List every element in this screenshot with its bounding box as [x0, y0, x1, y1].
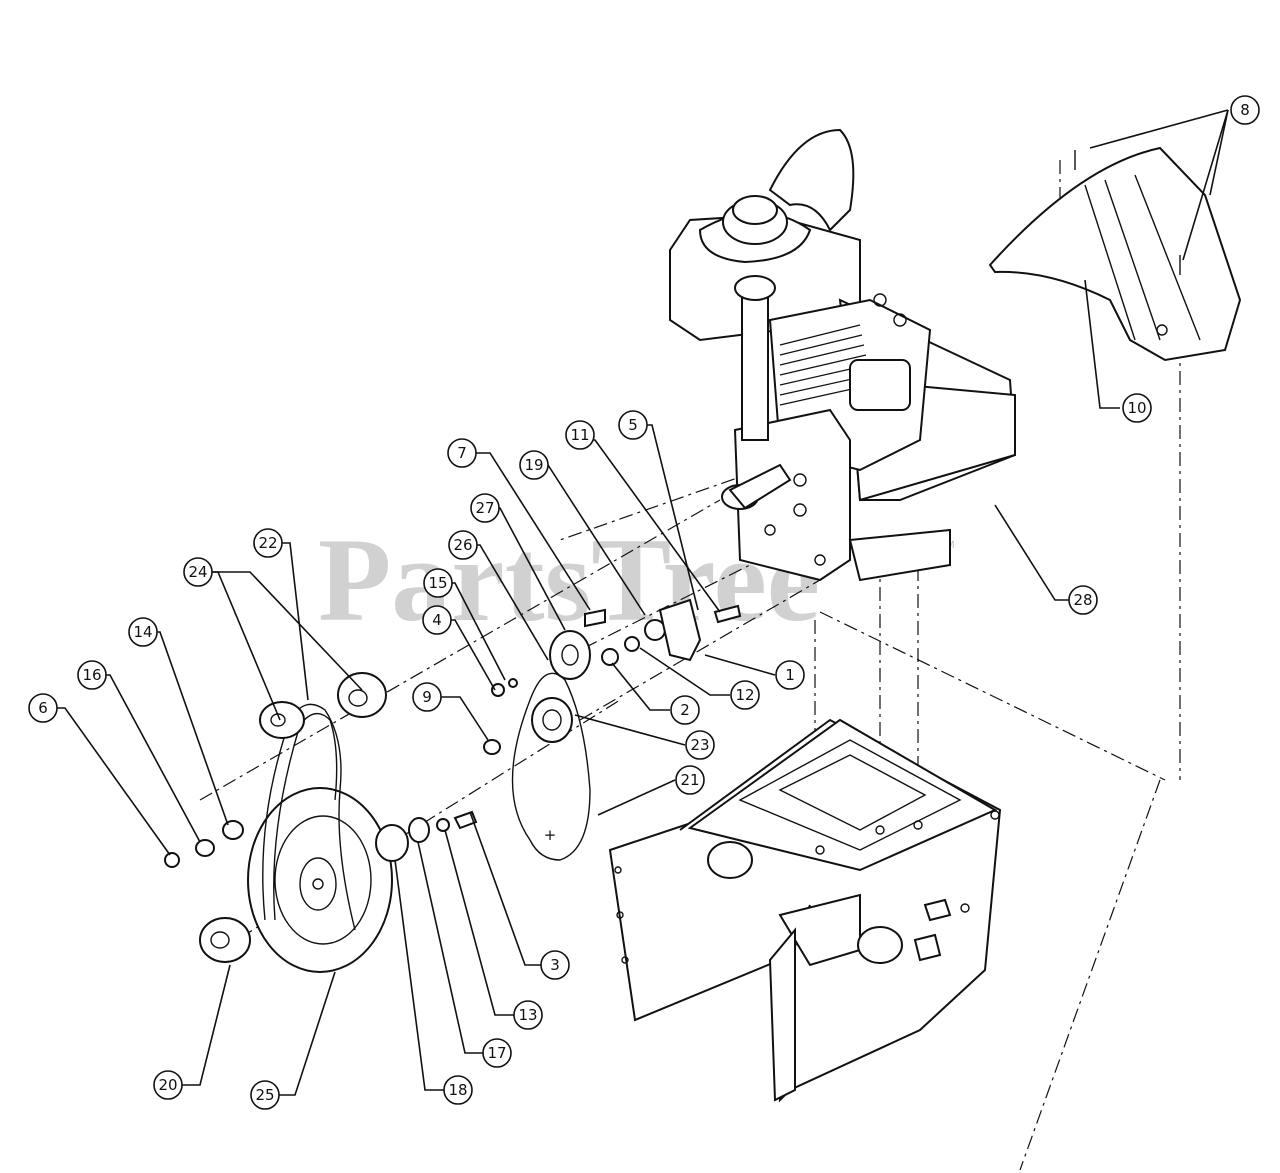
- callout-18[interactable]: 18: [443, 1075, 473, 1105]
- auger-housing-frame: [608, 718, 1002, 1103]
- callout-3[interactable]: 3: [540, 950, 570, 980]
- callout-9[interactable]: 9: [412, 682, 442, 712]
- svg-text:11: 11: [570, 426, 589, 444]
- svg-text:9: 9: [422, 688, 432, 706]
- callout-12[interactable]: 12: [730, 680, 760, 710]
- engine-assembly: [669, 128, 1017, 582]
- callout-14[interactable]: 14: [128, 617, 158, 647]
- hardware: [164, 598, 742, 868]
- small-pulleys: [199, 630, 591, 963]
- belt-21: +: [511, 672, 591, 861]
- svg-text:20: 20: [158, 1076, 177, 1094]
- svg-text:26: 26: [453, 536, 472, 554]
- svg-text:15: 15: [428, 574, 447, 592]
- svg-text:16: 16: [82, 666, 101, 684]
- callout-25[interactable]: 25: [250, 1080, 280, 1110]
- callout-16[interactable]: 16: [77, 660, 107, 690]
- svg-text:6: 6: [38, 699, 48, 717]
- svg-text:23: 23: [690, 736, 709, 754]
- callout-2[interactable]: 2: [670, 695, 700, 725]
- callout-22[interactable]: 22: [253, 528, 283, 558]
- svg-text:18: 18: [448, 1081, 467, 1099]
- belt-22: [262, 703, 356, 931]
- svg-text:5: 5: [628, 416, 638, 434]
- callout-28[interactable]: 28: [1068, 585, 1098, 615]
- callout-23[interactable]: 23: [685, 730, 715, 760]
- callout-15[interactable]: 15: [423, 568, 453, 598]
- svg-text:27: 27: [475, 499, 494, 517]
- callout-24[interactable]: 24: [183, 557, 213, 587]
- svg-text:22: 22: [258, 534, 277, 552]
- svg-text:25: 25: [255, 1086, 274, 1104]
- callout-bubbles: 1 2 3 4 5 6 7 8 9 10 11 12 13 14 15 16 1…: [28, 95, 1260, 1110]
- svg-text:3: 3: [550, 956, 560, 974]
- svg-text:1: 1: [785, 666, 795, 684]
- callout-10[interactable]: 10: [1122, 393, 1152, 423]
- svg-text:4: 4: [432, 611, 442, 629]
- callout-4[interactable]: 4: [422, 605, 452, 635]
- callout-26[interactable]: 26: [448, 530, 478, 560]
- svg-text:21: 21: [680, 771, 699, 789]
- svg-text:+: +: [544, 826, 557, 844]
- svg-text:2: 2: [680, 701, 690, 719]
- svg-text:13: 13: [518, 1006, 537, 1024]
- callout-17[interactable]: 17: [482, 1038, 512, 1068]
- svg-text:10: 10: [1127, 399, 1146, 417]
- callout-7[interactable]: 7: [447, 438, 477, 468]
- watermark-logo: PartsTree: [318, 513, 820, 646]
- callout-11[interactable]: 11: [565, 420, 595, 450]
- belt-cover: [988, 146, 1242, 362]
- svg-text:14: 14: [133, 623, 152, 641]
- large-pulley: [247, 787, 393, 973]
- svg-text:8: 8: [1240, 101, 1250, 119]
- svg-text:19: 19: [524, 456, 543, 474]
- callout-21[interactable]: 21: [675, 765, 705, 795]
- callout-19[interactable]: 19: [519, 450, 549, 480]
- svg-text:28: 28: [1073, 591, 1092, 609]
- callout-8[interactable]: 8: [1230, 95, 1260, 125]
- svg-text:24: 24: [188, 563, 207, 581]
- callout-20[interactable]: 20: [153, 1070, 183, 1100]
- svg-text:12: 12: [735, 686, 754, 704]
- callout-13[interactable]: 13: [513, 1000, 543, 1030]
- callout-27[interactable]: 27: [470, 493, 500, 523]
- svg-text:17: 17: [487, 1044, 506, 1062]
- callout-1[interactable]: 1: [775, 660, 805, 690]
- callout-6[interactable]: 6: [28, 693, 58, 723]
- callout-5[interactable]: 5: [618, 410, 648, 440]
- svg-text:7: 7: [457, 444, 467, 462]
